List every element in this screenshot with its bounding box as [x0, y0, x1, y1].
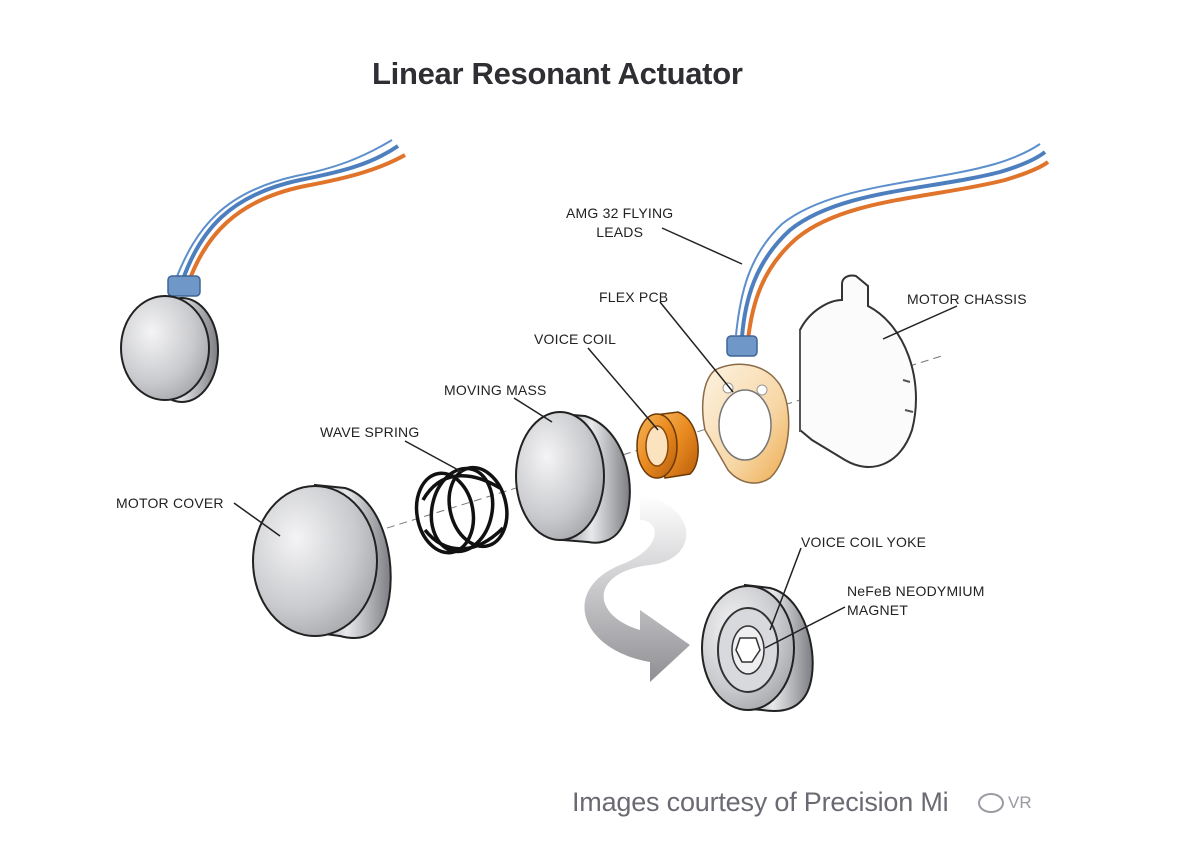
- watermark-text: VR: [1008, 793, 1032, 812]
- moving-mass-illustration: [515, 411, 631, 544]
- label-voice-coil: VOICE COIL: [534, 331, 617, 347]
- label-flying-leads: AMG 32 FLYING LEADS: [566, 205, 674, 240]
- curved-arrow-illustration: [584, 495, 690, 682]
- label-wave-spring: WAVE SPRING: [320, 424, 420, 440]
- label-neodymium-magnet: NeFeB NEODYMIUM MAGNET: [847, 583, 985, 618]
- image-credit: Images courtesy of Precision Mi: [572, 787, 949, 817]
- label-flex-pcb: FLEX PCB: [599, 289, 669, 305]
- label-motor-chassis: MOTOR CHASSIS: [907, 291, 1027, 307]
- assembled-actuator-illustration: [120, 139, 406, 403]
- wave-spring-illustration: [414, 465, 509, 555]
- diagram-title: Linear Resonant Actuator: [372, 56, 743, 91]
- chat-bubble-icon: [978, 793, 1004, 813]
- label-voice-coil-yoke: VOICE COIL YOKE: [801, 534, 927, 550]
- callout-leader-lines: [233, 227, 958, 649]
- label-moving-mass: MOVING MASS: [444, 382, 547, 398]
- motor-chassis-illustration: [799, 274, 917, 468]
- motor-cover-illustration: [252, 483, 392, 639]
- watermark: VR: [978, 786, 1118, 820]
- voice-coil-illustration: [636, 411, 699, 479]
- label-motor-cover: MOTOR COVER: [116, 495, 224, 511]
- voice-coil-yoke-illustration: [701, 583, 814, 712]
- flex-pcb-illustration: [701, 143, 1050, 484]
